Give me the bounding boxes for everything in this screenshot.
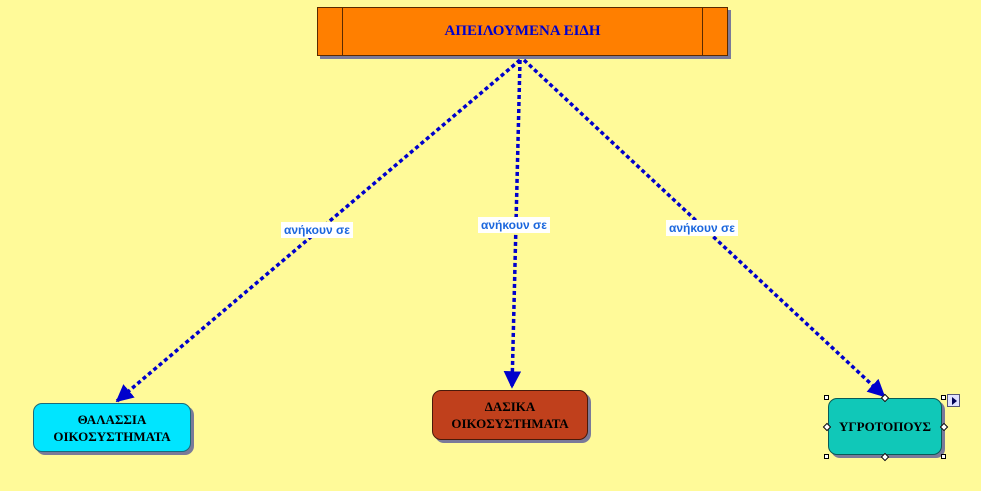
- selection-handle-top-right[interactable]: [941, 395, 946, 400]
- selection-handle-bottom-right[interactable]: [941, 454, 946, 459]
- concept-node-wetlands-label: ΥΓΡΟΤΟΠΟΥΣ: [838, 419, 932, 434]
- root-concept-node[interactable]: ΑΠΕΙΛΟΥΜΕΝΑ ΕΙΔΗ: [317, 7, 728, 56]
- edge-label-2[interactable]: ανήκουν σε: [478, 217, 550, 233]
- root-right-divider: [702, 8, 703, 55]
- concept-node-marine-label: ΘΑΛΑΣΣΙΑ ΟΙΚΟΣΥΣΤΗΜΑΤΑ: [53, 411, 171, 444]
- selection-handle-bottom-left[interactable]: [824, 454, 829, 459]
- expand-arrow-icon[interactable]: [947, 394, 960, 407]
- edge-line-1[interactable]: [115, 58, 522, 403]
- root-left-divider: [342, 8, 343, 55]
- concept-node-wetlands[interactable]: ΥΓΡΟΤΟΠΟΥΣ: [828, 398, 942, 455]
- edge-label-1[interactable]: ανήκουν σε: [281, 222, 353, 238]
- concept-node-forest[interactable]: ΔΑΣΙΚΑ ΟΙΚΟΣΥΣΤΗΜΑΤΑ: [432, 390, 588, 440]
- edge-label-3[interactable]: ανήκουν σε: [666, 220, 738, 236]
- concept-node-marine[interactable]: ΘΑΛΑΣΣΙΑ ΟΙΚΟΣΥΣΤΗΜΑΤΑ: [33, 403, 191, 452]
- selection-handle-top-left[interactable]: [824, 395, 829, 400]
- concept-node-forest-label: ΔΑΣΙΚΑ ΟΙΚΟΣΥΣΤΗΜΑΤΑ: [451, 399, 569, 431]
- root-concept-label: ΑΠΕΙΛΟΥΜΕΝΑ ΕΙΔΗ: [444, 23, 601, 39]
